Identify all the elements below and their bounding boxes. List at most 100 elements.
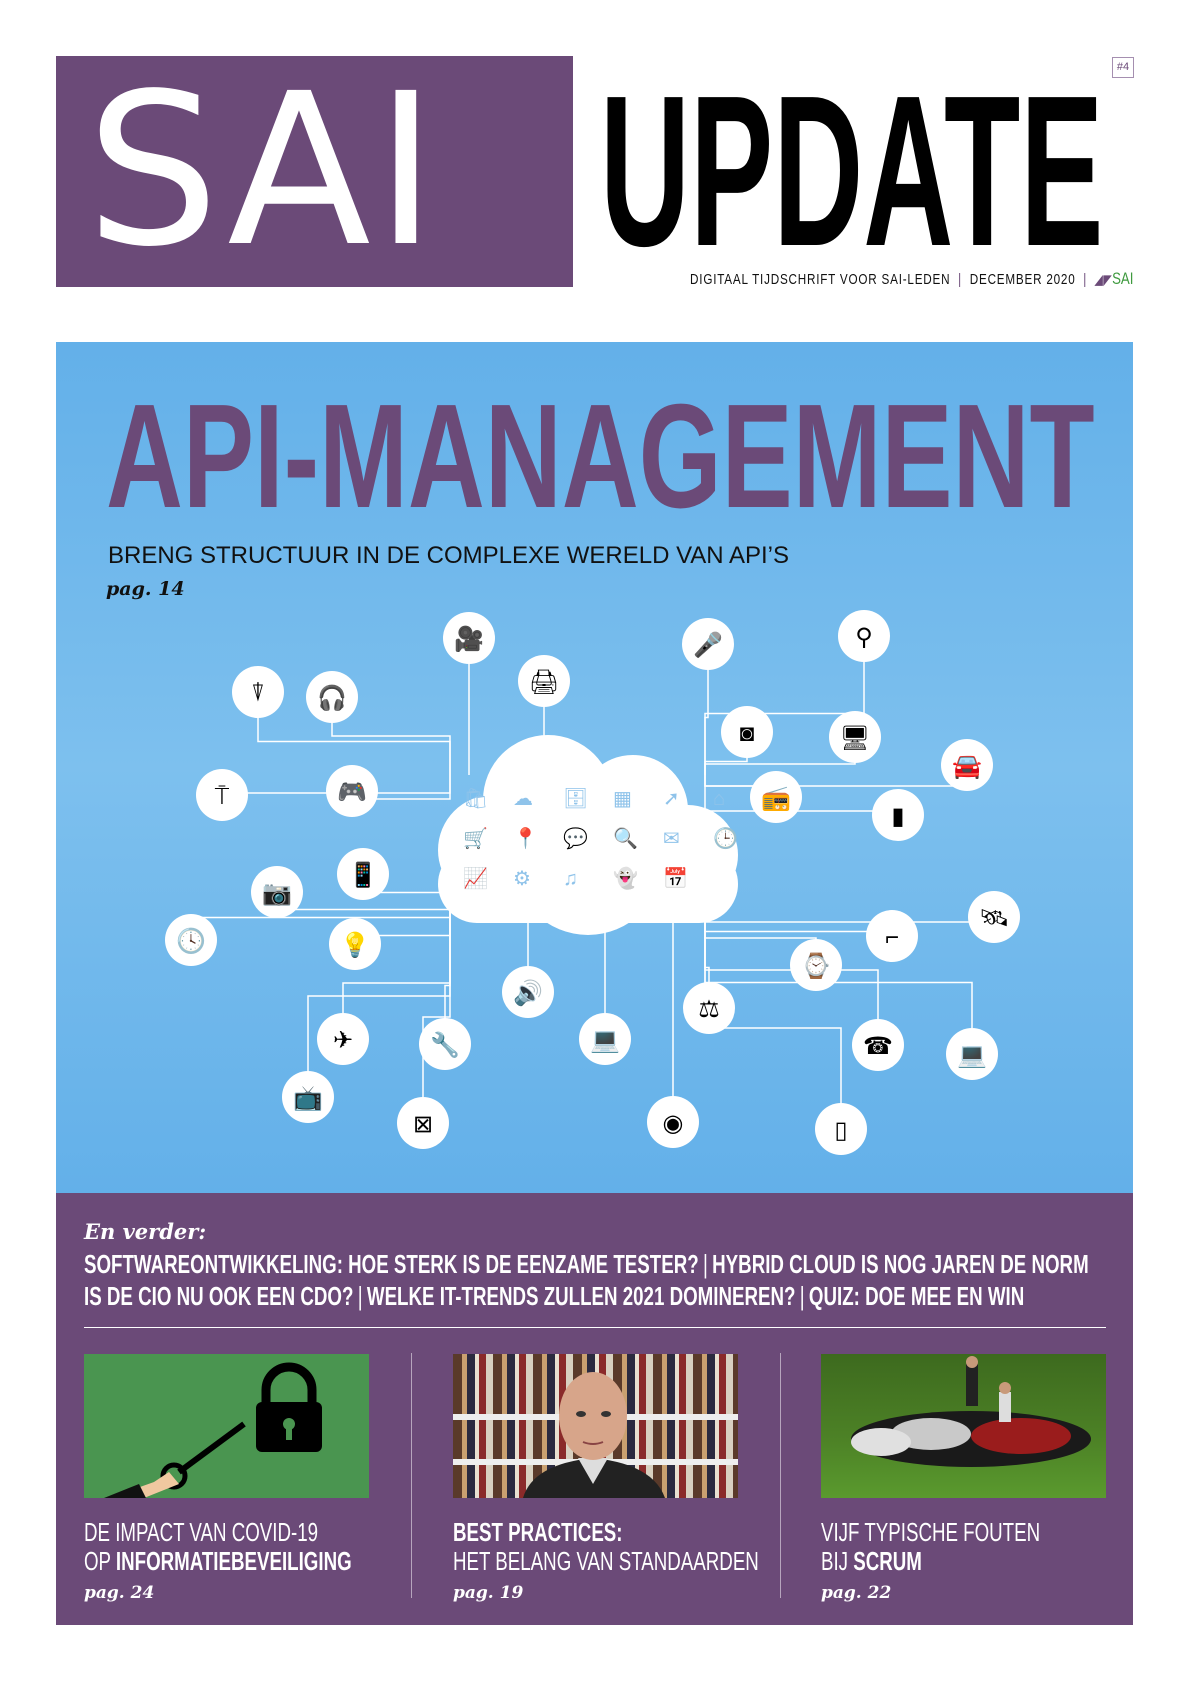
cloud-service-icon: ⚙ <box>513 868 531 890</box>
column-divider <box>411 1353 412 1598</box>
printer-icon-badge <box>518 655 570 707</box>
camera-icon-badge <box>251 866 303 918</box>
tagline: DIGITAAL TIJDSCHRIFT VOOR SAI-LEDEN|DECE… <box>690 270 1133 289</box>
teaser-link[interactable]: WELKE IT-TRENDS ZULLEN 2021 DOMINEREN? <box>366 1281 796 1311</box>
cloud-icon: 🛍☁🗄▦➚⌂🛒📍💬🔍✉🕒📈⚙♫👻📅 <box>438 735 738 935</box>
article-title[interactable]: DE IMPACT VAN COVID-19 OP INFORMATIEBEVE… <box>84 1518 352 1576</box>
radio-icon-badge <box>750 771 802 823</box>
separator: | <box>357 1281 363 1311</box>
camera-icon: 📷 <box>262 880 292 907</box>
gamepad-icon-badge <box>326 765 378 817</box>
cover-subtitle: BRENG STRUCTUUR IN DE COMPLEXE WERELD VA… <box>108 542 789 569</box>
article-title-line: DE IMPACT VAN COVID-19 <box>84 1517 319 1547</box>
article-title-emphasis: BEST PRACTICES: <box>453 1517 623 1547</box>
light-bulb-icon: 💡 <box>340 931 370 959</box>
connector-line <box>422 895 451 1123</box>
car-icon-badge <box>941 739 993 791</box>
connector-line <box>704 765 968 787</box>
article-title-emphasis: INFORMATIEBEVEILIGING <box>115 1546 352 1576</box>
kitchen-scale-icon-badge <box>683 982 735 1034</box>
article-title-emphasis: SCRUM <box>853 1546 922 1576</box>
fridge-icon: ▮ <box>891 803 904 830</box>
video-camera-icon-badge <box>443 612 495 664</box>
microphone-icon: 🎤 <box>693 630 723 659</box>
person-illustration <box>453 1372 738 1498</box>
cloud-service-icon: 🛍 <box>463 788 488 810</box>
column-divider <box>780 1353 781 1598</box>
connector-line <box>704 636 865 775</box>
mobile-phone-icon-badge <box>337 848 389 900</box>
article-title[interactable]: VIJF TYPISCHE FOUTEN BIJ SCRUM <box>821 1518 1040 1576</box>
connector-line <box>704 895 995 923</box>
cloud-service-icon: 🔍 <box>613 825 638 850</box>
laptop-icon: 💻 <box>957 1042 987 1069</box>
cloud-service-icon: 👻 <box>613 866 638 890</box>
cover-panel: 🛍☁🗄▦➚⌂🛒📍💬🔍✉🕒📈⚙♫👻📅🎥🖨🎤⚲⍒🎧◙🖥🚘⍑🎮📻▮📷📱🛰🕓💡⌐⌚🔊⚖💻… <box>56 342 1133 1193</box>
teaser-link[interactable]: SOFTWAREONTWIKKELING: HOE STERK IS DE EE… <box>84 1249 699 1279</box>
tablet-icon-badge <box>815 1103 867 1155</box>
desktop-computer-icon-badge <box>579 1013 631 1065</box>
desk-lamp-icon-badge <box>866 910 918 962</box>
satellite-icon-badge <box>968 891 1020 943</box>
monitor-icon-badge <box>829 711 881 763</box>
teaser-line: IS DE CIO NU OOK EEN CDO?|WELKE IT-TREND… <box>84 1281 1024 1311</box>
magazine-title: UPDATE <box>600 50 1104 291</box>
tablet-icon: ▯ <box>834 1117 847 1144</box>
airplane-icon: ✈ <box>333 1027 353 1054</box>
teaser-link[interactable]: QUIZ: DOE MEE EN WIN <box>808 1281 1025 1311</box>
teaser-link[interactable]: HYBRID CLOUD IS NOG JAREN DE NORM <box>712 1249 1089 1279</box>
speaker-icon-badge <box>502 966 554 1018</box>
security-key-image[interactable] <box>84 1354 369 1498</box>
issue-badge: #4 <box>1112 57 1134 78</box>
cloud-service-icon: 📅 <box>663 866 688 890</box>
smartwatch-icon: ⌚ <box>801 952 831 980</box>
desk-lamp-icon: ⌐ <box>885 924 899 951</box>
light-bulb-icon-badge <box>329 918 381 970</box>
cloud-service-icon: 📈 <box>463 866 488 890</box>
radio-icon: 📻 <box>761 785 791 812</box>
page-reference: pag. 24 <box>84 1583 155 1603</box>
connector-line <box>704 895 842 1129</box>
blender-icon-badge <box>232 666 284 718</box>
page-reference: pag. 14 <box>106 578 185 600</box>
drill-icon: 🔧 <box>430 1030 460 1059</box>
cloud-service-icon: 🛒 <box>463 826 488 850</box>
teaser-link[interactable]: IS DE CIO NU OOK EEN CDO? <box>84 1281 354 1311</box>
iot-network-diagram: 🛍☁🗄▦➚⌂🛒📍💬🔍✉🕒📈⚙♫👻📅🎥🖨🎤⚲⍒🎧◙🖥🚘⍑🎮📻▮📷📱🛰🕓💡⌐⌚🔊⚖💻… <box>165 610 1020 1155</box>
television-icon-badge <box>282 1071 334 1123</box>
fridge-icon-badge <box>872 789 924 841</box>
article-title-line: OP <box>84 1546 116 1576</box>
portrait-photo[interactable] <box>453 1354 738 1498</box>
sai-logo: SAI <box>86 48 441 293</box>
clock-icon: 🕓 <box>176 927 206 955</box>
smartwatch-icon-badge <box>790 939 842 991</box>
lock-key-illustration <box>104 1362 322 1498</box>
floor-lamp-icon: ⍑ <box>215 783 230 810</box>
blender-icon: ⍒ <box>251 680 265 707</box>
separator: | <box>799 1281 805 1311</box>
webcam-icon-badge <box>647 1096 699 1148</box>
cloud-service-icon: 🗄 <box>563 788 588 810</box>
separator: | <box>957 271 962 288</box>
mobile-phone-icon: 📱 <box>348 861 378 889</box>
floor-lamp-icon-badge <box>196 769 248 821</box>
satellite-icon: 🛰 <box>979 905 1009 932</box>
connector-line <box>190 895 451 940</box>
car-icon: 🚘 <box>952 753 982 780</box>
monitor-icon: 🖥 <box>840 725 870 752</box>
sai-mark-icon: ◢◤ <box>1094 272 1112 287</box>
fan-icon-badge <box>397 1097 449 1149</box>
teaser-line: SOFTWAREONTWIKKELING: HOE STERK IS DE EE… <box>84 1249 1089 1279</box>
cloud-service-icon: ✉ <box>663 828 680 850</box>
article-title[interactable]: BEST PRACTICES: HET BELANG VAN STANDAARD… <box>453 1518 759 1576</box>
article-title-line: HET BELANG VAN STANDAARDEN <box>453 1546 759 1576</box>
cloud-service-icon: 📍 <box>513 826 538 850</box>
cover-title: API-MANAGEMENT <box>106 374 1095 539</box>
laptop-icon-badge <box>946 1028 998 1080</box>
fan-icon: ⊠ <box>413 1111 433 1138</box>
rugby-scrum-photo[interactable] <box>821 1354 1106 1498</box>
webcam-icon: ◉ <box>663 1110 684 1137</box>
page-reference: pag. 22 <box>821 1583 892 1603</box>
gamepad-icon: 🎮 <box>337 779 367 806</box>
separator: | <box>1082 271 1087 288</box>
